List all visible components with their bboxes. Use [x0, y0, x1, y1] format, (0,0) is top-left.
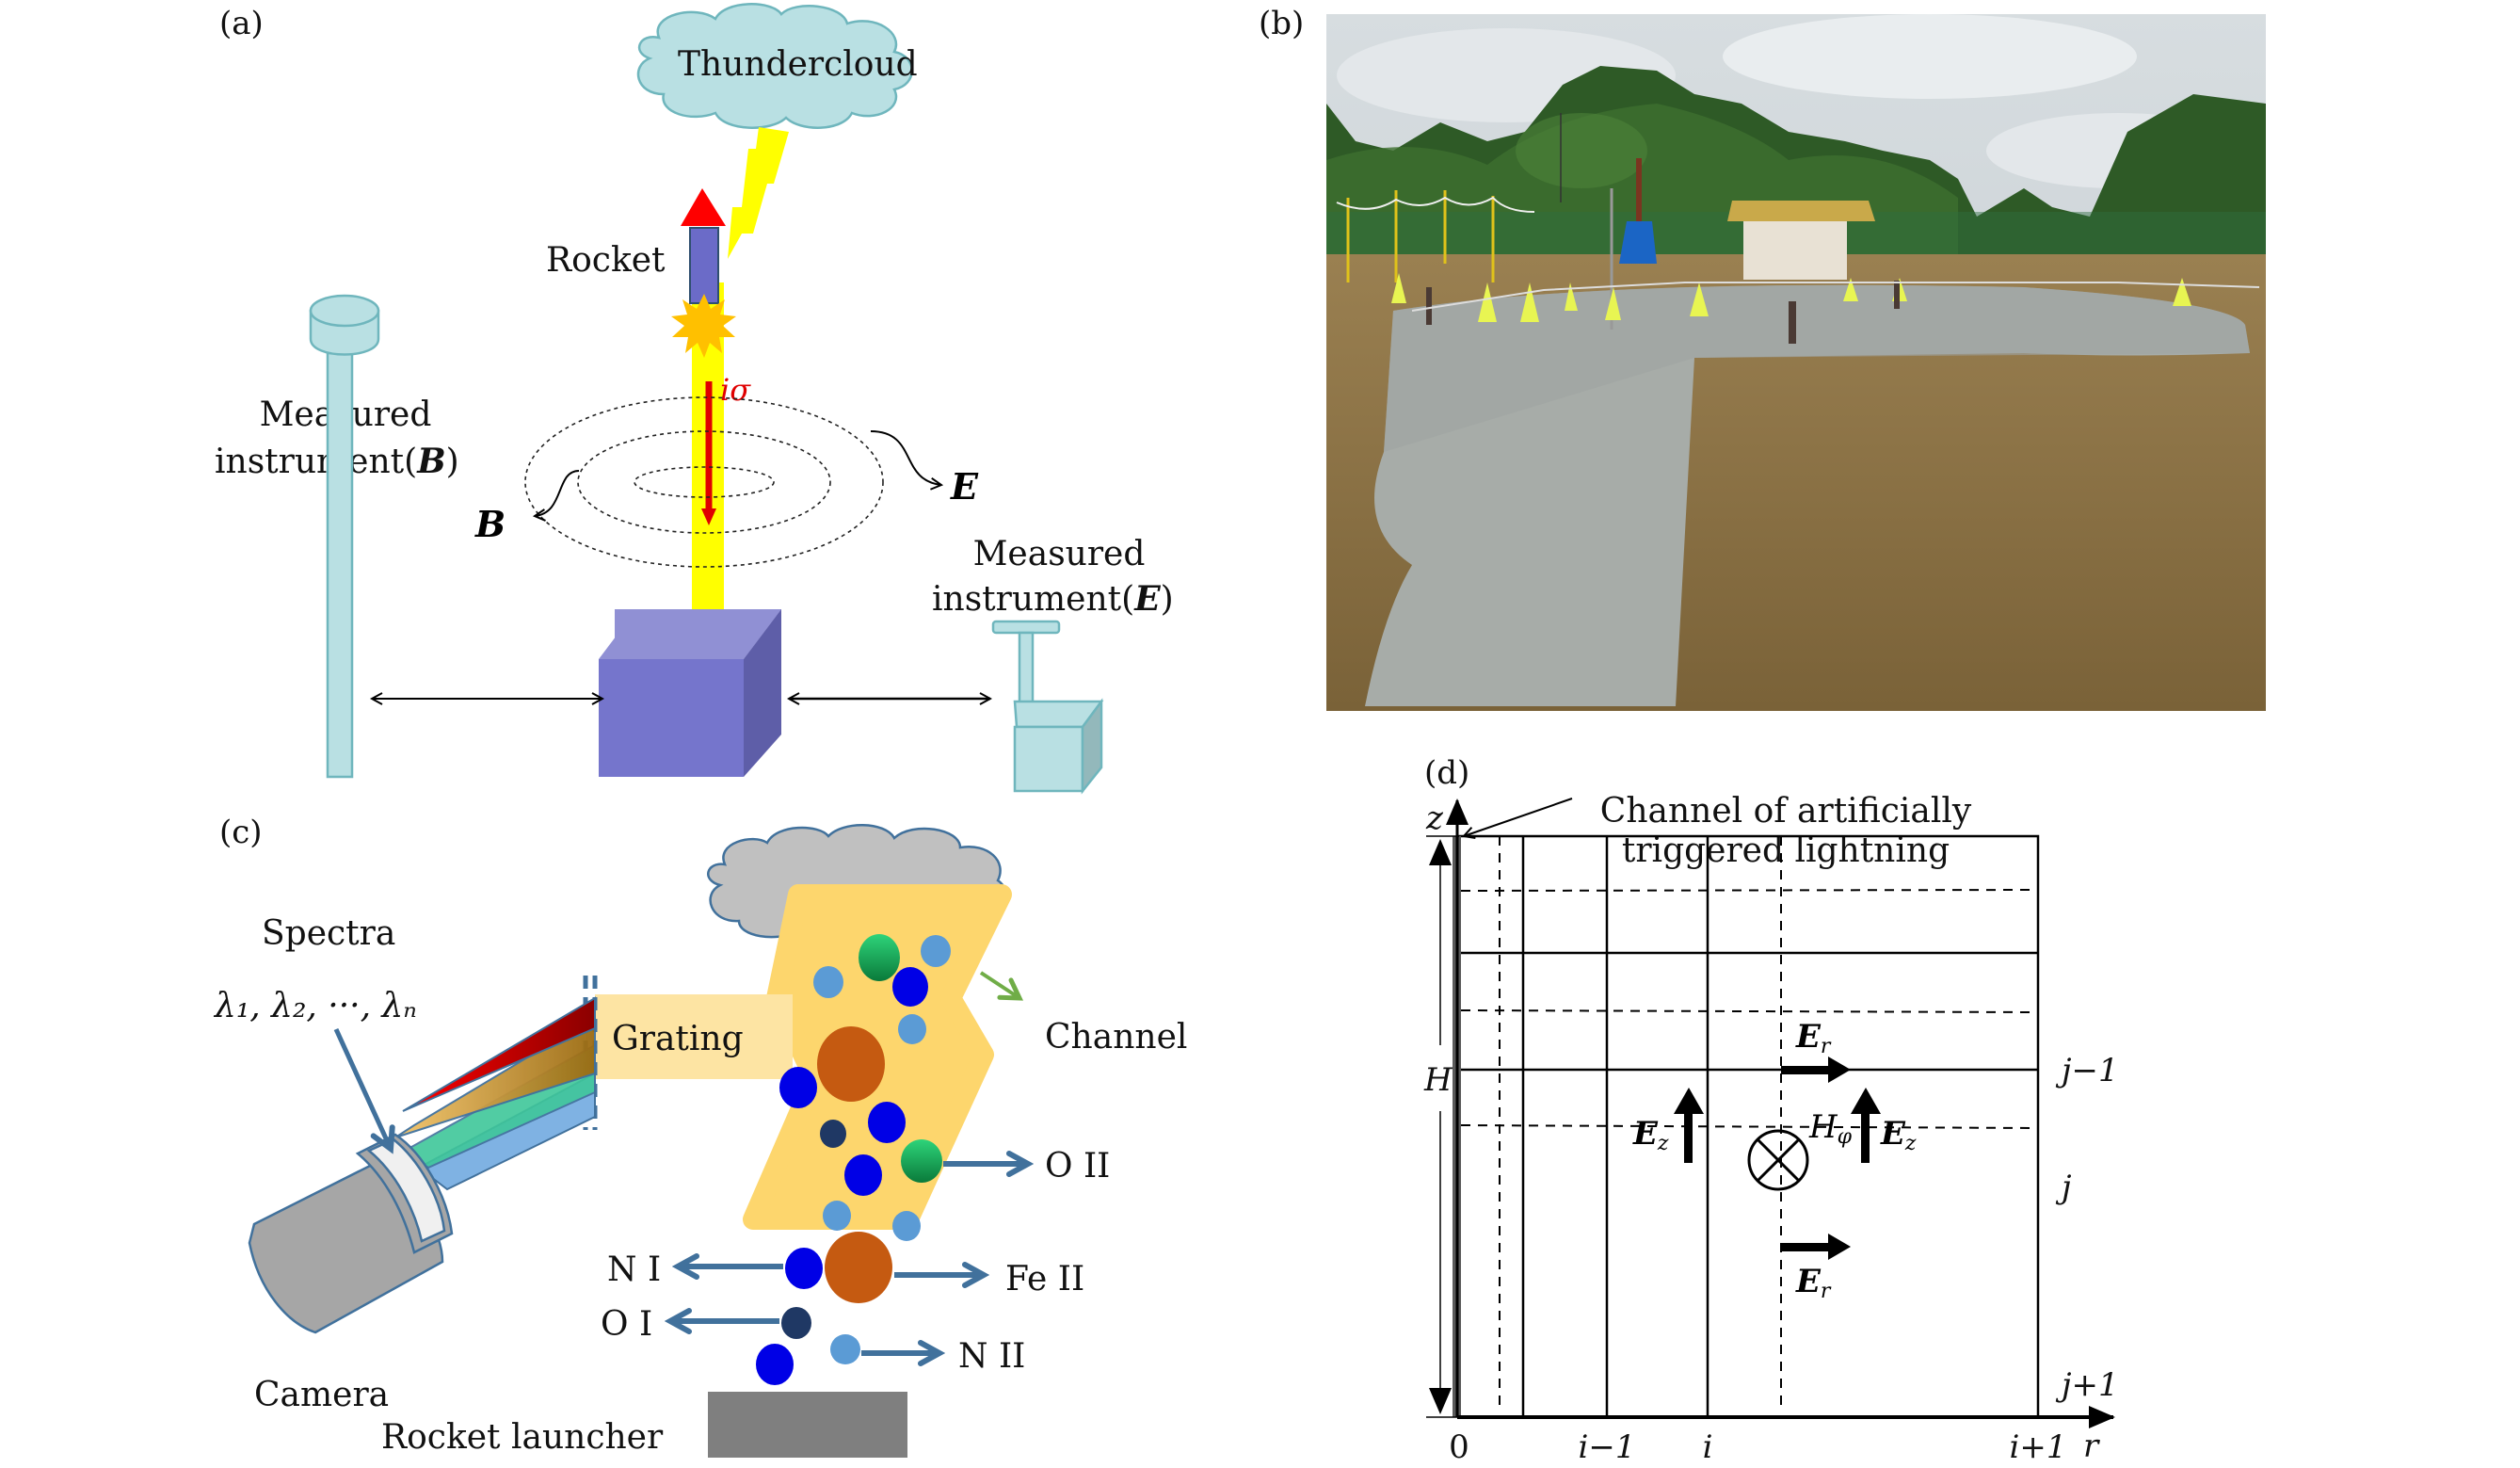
channel-pointer-arrow: [979, 971, 1024, 1001]
field-ring-outer: [524, 396, 884, 568]
panel-d-tag: (d): [1424, 754, 1469, 792]
ez-label-left: Ez: [1632, 1115, 1669, 1155]
species-n-i-label: N I: [607, 1250, 661, 1289]
instrument-e-label-line2: instrument(E): [932, 579, 1174, 619]
particle-o-i-dark: [820, 1120, 846, 1148]
panel-c-tag: (c): [219, 814, 263, 851]
x-tick-i-minus-1: i−1: [1579, 1428, 1636, 1466]
e-field-pointer: [870, 430, 941, 485]
y-tick-j-plus-1: j+1: [2055, 1366, 2119, 1404]
current-label: iσ: [720, 372, 751, 408]
field-ring-middle: [577, 430, 831, 534]
lightning-bolt-icon: [728, 127, 789, 259]
er-arrow-bottom: [1781, 1234, 1851, 1260]
er-label-bottom: Er: [1795, 1263, 1832, 1303]
height-label: H: [1423, 1061, 1453, 1099]
insulator-stands: [1391, 273, 2191, 322]
particle-n-ii: [830, 1334, 860, 1364]
x-tick-i-plus-1: i+1: [2010, 1428, 2067, 1466]
instrument-e-label-line1: Measured: [973, 535, 1146, 573]
channel-annotation-pointer: [1464, 798, 1573, 836]
er-arrow-top: [1781, 1057, 1851, 1083]
rocket-tip-icon: [681, 188, 726, 226]
field-site-photo: [1326, 14, 2266, 711]
field-rings: [524, 396, 884, 568]
b-field-label: B: [474, 503, 506, 545]
channel-label: Channel: [1045, 1018, 1187, 1057]
species-fe-ii-label: Fe II: [1005, 1260, 1084, 1299]
field-ring-inner: [634, 466, 775, 498]
ez-arrow-right: [1851, 1088, 1881, 1163]
ez-label-right: Ez: [1880, 1115, 1917, 1155]
grating-label: Grating: [612, 1020, 744, 1058]
spectra-pointer-arrow: [333, 1027, 391, 1149]
er-label-top: Er: [1795, 1018, 1832, 1058]
h-phi-into-page-icon: [1747, 1129, 1809, 1191]
channel-annotation-line1: Channel of artificially: [1600, 792, 1972, 831]
particle-o-i: [781, 1307, 811, 1339]
rocket-launcher-icon: [708, 1392, 907, 1458]
species-o-ii-label: O II: [1045, 1147, 1110, 1186]
r-axis-label: r: [2083, 1428, 2100, 1465]
instrument-b-label-line2: instrument(B): [215, 442, 459, 481]
species-o-i-label: O I: [601, 1305, 652, 1344]
light-beam: [595, 994, 793, 1079]
particle-n-i: [785, 1248, 823, 1289]
h-phi-label: Hφ: [1808, 1108, 1853, 1149]
rocket-label: Rocket: [546, 241, 666, 280]
thundercloud-icon: [636, 3, 913, 129]
panel-a-tag: (a): [219, 5, 264, 42]
panel-a: (a) Thundercloud Rocket iσ B E Meas: [215, 3, 1174, 795]
thundercloud-label: Thundercloud: [678, 45, 918, 84]
rocket-body-icon: [689, 227, 719, 304]
particle-fe-ii: [825, 1232, 892, 1303]
b-field-pointer: [535, 470, 580, 516]
e-field-label: E: [950, 465, 979, 508]
electric-field-sensor-icon: [991, 620, 1104, 795]
spectra-label: Spectra: [262, 914, 395, 953]
y-tick-j: j: [2055, 1169, 2072, 1206]
particle-o-ii: [901, 1139, 942, 1183]
wavelength-list-label: λ₁, λ₂, ···, λₙ: [213, 987, 417, 1025]
x-tick-i: i: [1703, 1428, 1713, 1466]
magnetic-sensor-icon: [309, 294, 380, 779]
current-arrowhead: [701, 508, 716, 525]
y-tick-j-minus-1: j−1: [2055, 1052, 2119, 1089]
camera-label: Camera: [254, 1376, 389, 1414]
panel-c: (c) Channe: [213, 814, 1187, 1458]
z-axis-label: z: [1425, 799, 1444, 837]
panel-d: (d) Channel of artificially triggered li…: [1423, 754, 2119, 1466]
camera-icon: [248, 1133, 454, 1334]
channel-annotation-line2: triggered lightning: [1622, 831, 1950, 870]
data-acquisition-box-icon: [599, 609, 781, 777]
spectral-beams: [394, 996, 596, 1191]
x-tick-0: 0: [1449, 1428, 1469, 1466]
rocket-launcher-label: Rocket launcher: [381, 1418, 664, 1457]
ez-arrow-left: [1674, 1088, 1704, 1163]
channel-particles: [756, 934, 951, 1385]
explosion-burst-icon: [671, 294, 736, 358]
species-n-ii-label: N II: [958, 1337, 1025, 1376]
fdtd-grid: [1457, 834, 2040, 1419]
panel-b-tag: (b): [1259, 5, 1304, 42]
panel-b: (b): [1259, 5, 2266, 711]
